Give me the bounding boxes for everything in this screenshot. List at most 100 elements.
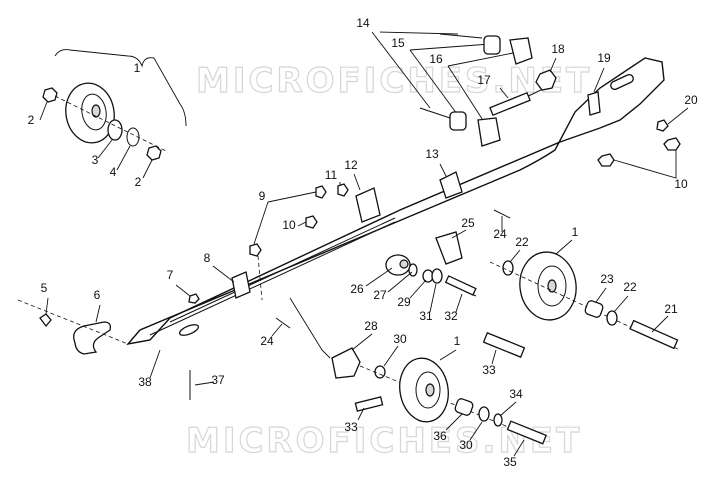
callout-c1a: 1 xyxy=(134,61,141,75)
bolt-24b xyxy=(275,317,291,329)
lead-38 xyxy=(149,349,161,379)
lead-14b xyxy=(379,31,459,35)
screw-5 xyxy=(39,313,52,328)
lead-5 xyxy=(45,297,49,315)
group-bracket-1 xyxy=(54,49,187,127)
nut-9 xyxy=(249,243,262,257)
lead-22a xyxy=(509,249,521,263)
bolt-32-shank xyxy=(444,275,477,296)
callout-c21: 21 xyxy=(664,302,678,316)
callout-c11: 11 xyxy=(325,168,338,182)
rail-slot xyxy=(610,73,634,91)
callout-c29: 29 xyxy=(397,295,411,309)
callout-c34: 34 xyxy=(509,387,523,401)
axis-line-tip xyxy=(17,299,129,345)
callout-c17: 17 xyxy=(477,73,491,87)
middle-hardware xyxy=(212,163,511,337)
idler-wheel-lower-hub xyxy=(415,371,441,409)
lead-17 xyxy=(499,87,509,99)
lead-1c xyxy=(439,349,457,361)
bracket-28 xyxy=(331,347,361,379)
callout-c37: 37 xyxy=(211,373,225,387)
lead-12 xyxy=(353,173,361,191)
callout-c25: 25 xyxy=(461,216,475,230)
callout-c1c: 1 xyxy=(454,334,461,348)
lead-32 xyxy=(455,293,463,313)
upper-right-hardware xyxy=(371,31,689,179)
washer-30a xyxy=(374,365,386,379)
callout-c30a: 30 xyxy=(393,332,407,346)
callout-c9: 9 xyxy=(259,189,266,203)
lead-10a xyxy=(613,150,677,179)
callout-c5: 5 xyxy=(41,281,48,295)
callout-c13: 13 xyxy=(425,147,439,161)
lead-23 xyxy=(595,287,607,303)
washer-27 xyxy=(408,263,418,277)
lead-31 xyxy=(429,283,437,313)
lead-16a xyxy=(447,51,519,67)
washer-22b xyxy=(606,310,618,326)
callout-c2a: 2 xyxy=(28,113,35,127)
callout-c2b: 2 xyxy=(135,175,142,189)
lead-34 xyxy=(499,401,517,417)
lead-27 xyxy=(387,271,413,293)
lead-6 xyxy=(95,304,101,323)
bushing-15b xyxy=(449,111,467,131)
lead-30a xyxy=(383,345,399,367)
rail-tip-6 xyxy=(73,321,112,355)
idler-wheel-upper-hub xyxy=(81,93,107,131)
callout-c24a: 24 xyxy=(493,227,507,241)
screw-20 xyxy=(656,119,669,132)
callout-c33a: 33 xyxy=(482,363,496,377)
rail-edge-line xyxy=(399,141,561,211)
clip-19 xyxy=(587,91,601,116)
callout-c12: 12 xyxy=(344,158,358,172)
lead-18 xyxy=(549,57,557,73)
lead-10c xyxy=(297,221,307,227)
nut-11 xyxy=(337,183,349,197)
lead-9 xyxy=(253,191,317,245)
lead-29 xyxy=(409,279,427,299)
lead-21 xyxy=(651,315,669,333)
callout-c23: 23 xyxy=(600,272,614,286)
lead-15a xyxy=(409,43,491,51)
callout-c10a: 10 xyxy=(674,177,688,191)
callout-c18: 18 xyxy=(551,42,565,56)
callout-c28: 28 xyxy=(364,319,378,333)
callout-c22a: 22 xyxy=(515,235,529,249)
rail-hole xyxy=(178,324,200,336)
bolt-35 xyxy=(506,420,547,445)
snap-ring-4 xyxy=(126,127,140,147)
spacer-31 xyxy=(431,268,443,284)
rear-axle-group xyxy=(365,229,681,351)
callout-c38: 38 xyxy=(138,375,152,389)
idler-wheel-upper-bore xyxy=(91,104,101,118)
callout-c20: 20 xyxy=(684,93,698,107)
bushing-15a xyxy=(483,35,501,55)
nut-10b xyxy=(663,137,681,151)
lead-33a xyxy=(491,349,497,365)
idler-wheel-rear-bore xyxy=(547,279,557,293)
idler-wheel-lower xyxy=(399,357,449,423)
nut-2a xyxy=(42,87,58,103)
nut-9b xyxy=(315,185,327,199)
lead-14a xyxy=(371,31,431,109)
bolt-17-shank xyxy=(489,91,531,117)
callout-c26: 26 xyxy=(350,282,364,296)
washer-30b xyxy=(478,406,490,422)
bracket-12 xyxy=(355,187,381,223)
rail-wear-strip xyxy=(149,217,396,336)
callout-c8: 8 xyxy=(204,251,211,265)
lead-19 xyxy=(593,67,605,93)
callout-c6: 6 xyxy=(94,288,101,302)
lead-7 xyxy=(175,284,191,297)
lead-37 xyxy=(194,381,215,386)
lead-4 xyxy=(116,145,131,171)
callout-c19: 19 xyxy=(597,51,611,65)
nut-2b xyxy=(146,145,162,161)
bolt-14b xyxy=(419,107,451,119)
lead-30b xyxy=(469,421,483,441)
upper-idler-wheel-group xyxy=(39,49,187,179)
